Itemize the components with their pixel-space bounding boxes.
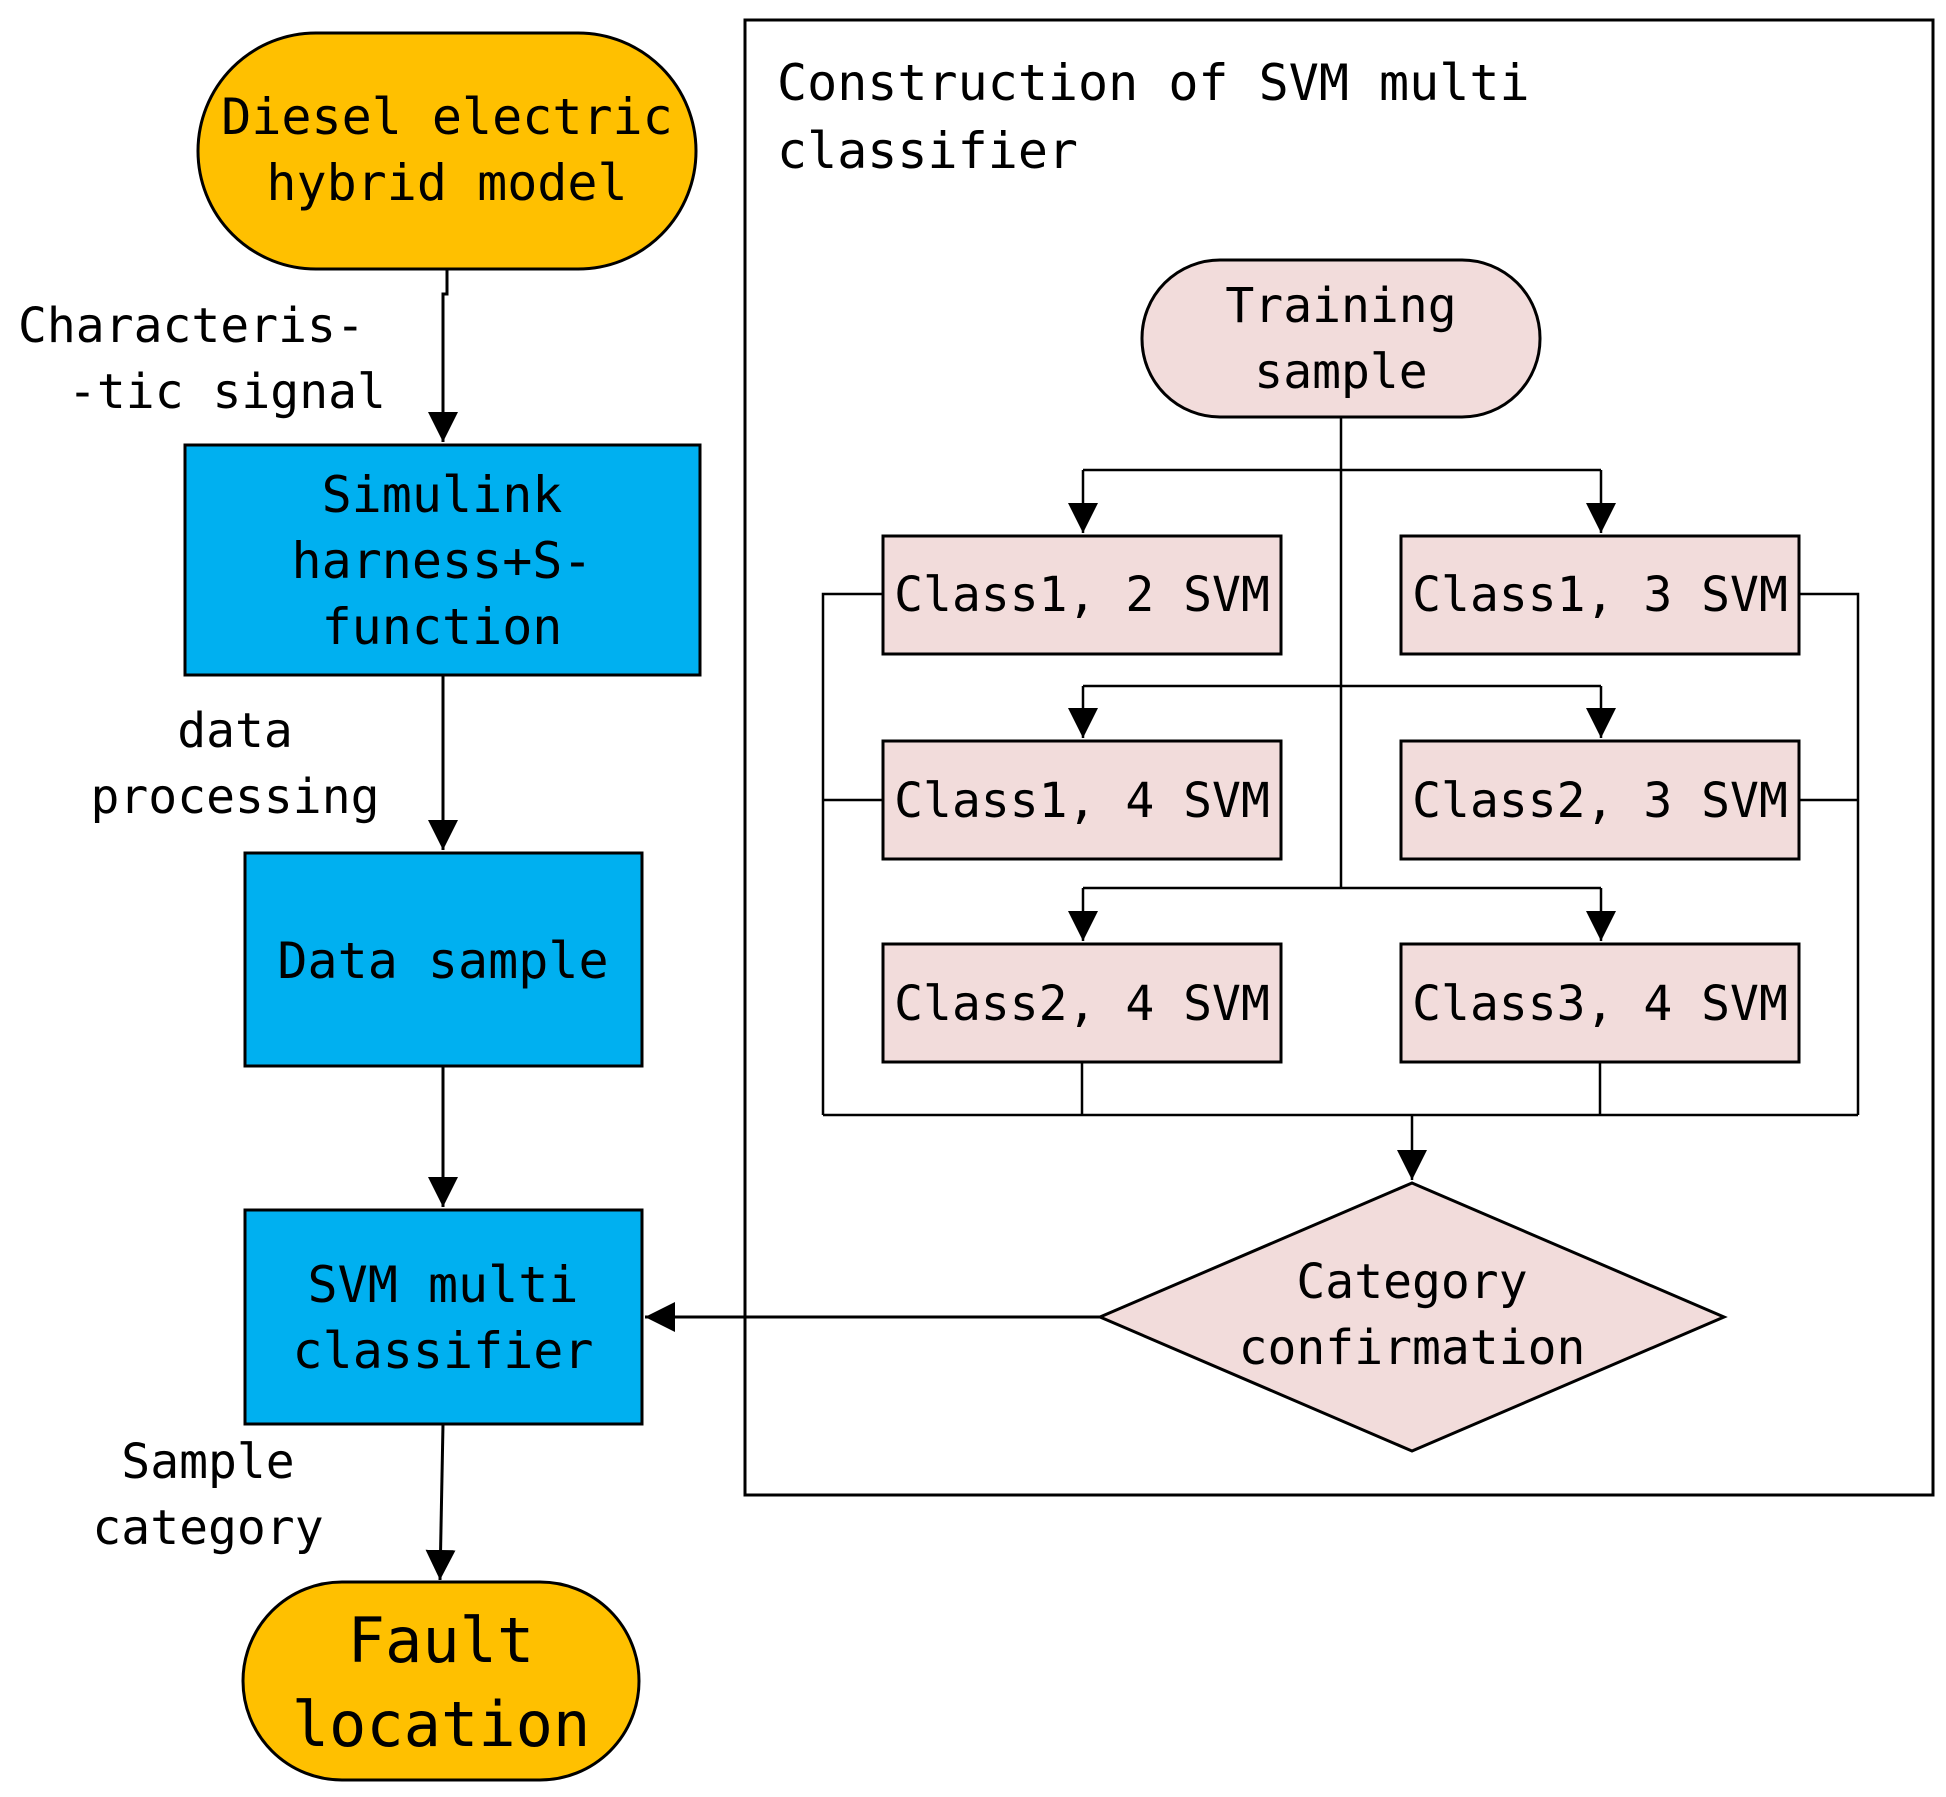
svm-box-class24-shape [881,942,1283,1064]
simulink-process-shape [183,443,702,677]
edge-label-category-line2: category [92,1500,323,1556]
category-confirmation-shape [1096,1181,1728,1453]
start-terminal-line2: hybrid model [266,154,627,212]
edge-label-data-processing: data processing [91,703,380,825]
connector-classifier-to-fault-location [425,1423,456,1581]
category-confirmation-line1: Category [1296,1254,1527,1310]
collector-left [821,592,883,1115]
end-terminal: Fault location [241,1580,641,1782]
edge-label-sample-category: Sample category [92,1434,323,1556]
data-sample-process-shape [243,851,644,1068]
connector-start-to-simulink [428,269,458,442]
construction-panel-frame [743,18,1935,1497]
svm-box-class34-label: Class3, 4 SVM [1412,976,1788,1032]
edge-label-signal-line1: Characteris- [18,298,365,354]
svm-classifier-process: SVM multi classifier [243,1208,644,1426]
svm-box-class13-shape [1399,534,1801,656]
svm-box-class12-shape [881,534,1283,656]
training-sample-terminal: Training sample [1140,258,1542,419]
data-sample-process: Data sample [243,851,644,1068]
svm-box-class24: Class2, 4 SVM [881,942,1283,1064]
collector-right [1799,592,1860,1115]
svm-box-class14-shape [881,739,1283,861]
edge-label-signal-line2: -tic signal [68,364,386,420]
category-confirmation-decision: Category confirmation [1096,1181,1728,1453]
category-confirmation-line2: confirmation [1239,1320,1586,1376]
edge-label-processing-line2: processing [91,769,380,825]
data-sample-label: Data sample [277,932,608,990]
svm-box-class12: Class1, 2 SVM [881,534,1283,656]
edge-label-characteristic-signal: Characteris- -tic signal [18,298,386,420]
svm-box-class23-shape [1399,739,1801,861]
start-terminal-line1: Diesel electric [221,88,673,146]
svm-box-class14-label: Class1, 4 SVM [894,773,1270,829]
edge-label-category-line1: Sample [121,1434,294,1490]
start-terminal: Diesel electric hybrid model [196,31,698,271]
collector-bottom [823,1062,1858,1117]
svm-box-class34: Class3, 4 SVM [1399,942,1801,1064]
end-terminal-line2: location [292,1688,591,1761]
construction-panel-title: Construction of SVM multi classifier [777,54,1530,180]
svm-box-class34-shape [1399,942,1801,1064]
end-terminal-shape [241,1580,641,1782]
svm-box-class13-label: Class1, 3 SVM [1412,567,1788,623]
edge-label-processing-line1: data [177,703,293,759]
construction-title-line2: classifier [777,122,1078,180]
simulink-line1: Simulink [322,466,563,524]
simulink-process: Simulink harness+S- function [183,443,702,677]
training-sample-line2: sample [1254,344,1427,400]
svm-box-class23: Class2, 3 SVM [1399,739,1801,861]
simulink-line2: harness+S- [291,532,592,590]
simulink-line3: function [322,598,563,656]
svm-classifier-process-shape [243,1208,644,1426]
svm-classifier-line2: classifier [292,1322,593,1380]
construction-title-line1: Construction of SVM multi [777,54,1530,112]
svm-box-class14: Class1, 4 SVM [881,739,1283,861]
svm-box-class24-label: Class2, 4 SVM [894,976,1270,1032]
svm-box-class13: Class1, 3 SVM [1399,534,1801,656]
start-terminal-shape [196,31,698,271]
training-sample-line1: Training [1225,278,1456,334]
svm-classifier-line1: SVM multi [308,1256,579,1314]
svm-box-class12-label: Class1, 2 SVM [894,567,1270,623]
svm-box-class23-label: Class2, 3 SVM [1412,773,1788,829]
end-terminal-line1: Fault [348,1604,535,1677]
